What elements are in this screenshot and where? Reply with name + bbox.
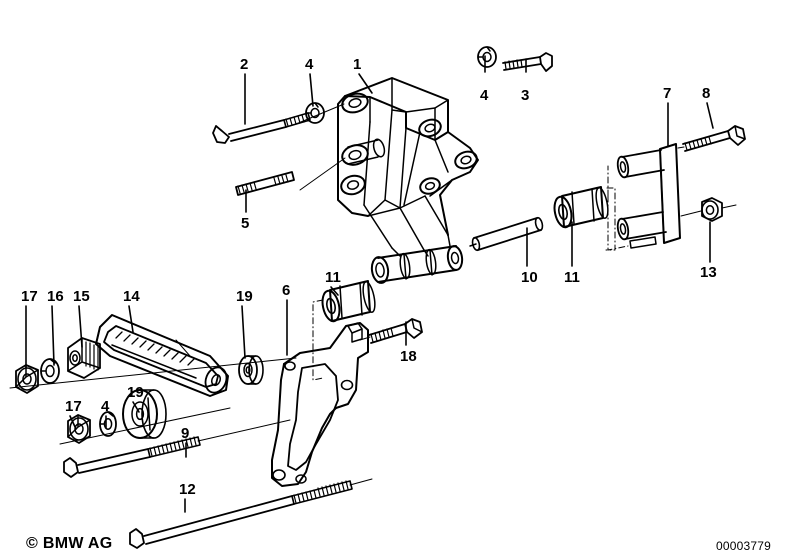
part-4-lock-washer-top xyxy=(305,102,325,124)
callout-lock-washer-4: 4 xyxy=(305,56,314,73)
leader-line-19 xyxy=(241,305,246,359)
part-2-hex-bolt-long xyxy=(212,112,311,144)
callout-tension-roller-19: 19 xyxy=(127,384,144,401)
callout-alternator-bracket-1: 1 xyxy=(353,56,362,73)
assembly-line-13 xyxy=(680,204,737,217)
assembly-line-7 xyxy=(607,165,629,251)
assembly-line-11-right xyxy=(605,187,616,251)
callout-flat-washer-16: 16 xyxy=(47,288,64,305)
part-4-lock-washer-topright xyxy=(477,46,497,68)
part-3-hex-bolt-short xyxy=(502,52,553,72)
part-8-hex-bolt-medium xyxy=(682,125,746,152)
leader-line-11 xyxy=(330,286,339,296)
assembly-line-11-left xyxy=(312,299,324,381)
callout-hex-bolt-extra-long-12: 12 xyxy=(179,481,196,498)
callout-lock-washer-4: 4 xyxy=(101,398,110,415)
callout-hex-bolt-short-3: 3 xyxy=(521,87,530,104)
part-4-lock-washer-lower xyxy=(99,411,117,437)
leader-line-16 xyxy=(51,305,55,366)
leader-line-8 xyxy=(706,102,714,129)
callout-rubber-bushing-11: 11 xyxy=(564,269,580,286)
callout-tension-roller-19: 19 xyxy=(236,288,253,305)
callout-hex-nut-small-17: 17 xyxy=(65,398,82,415)
assembly-line-9 xyxy=(197,419,291,442)
part-1-alternator-bracket xyxy=(337,77,479,284)
part-19-tension-roller-upper xyxy=(238,355,264,385)
callout-hex-bolt-medium-8: 8 xyxy=(702,85,711,102)
callout-hex-bolt-short-2-9: 9 xyxy=(181,425,190,442)
part-13-hex-nut xyxy=(701,197,723,222)
copyright-notice: © BMW AG xyxy=(26,535,113,552)
callout-hex-bolt-long-2: 2 xyxy=(240,56,249,73)
leader-line-14 xyxy=(128,305,134,333)
callout-hex-nut-13: 13 xyxy=(700,264,717,281)
leader-line-19 xyxy=(132,401,140,413)
callout-pivot-pin-10: 10 xyxy=(521,269,538,286)
part-14-adjusting-arm xyxy=(95,314,229,397)
part-6-tensioner-bracket xyxy=(271,322,369,487)
part-18-hex-flange-bolt xyxy=(368,318,423,344)
part-12-hex-bolt-extra-long xyxy=(129,480,353,549)
callout-hex-bolt-flange-18: 18 xyxy=(400,348,417,365)
assembly-line-12 xyxy=(349,478,373,486)
callout-hex-nut-small-17: 17 xyxy=(21,288,38,305)
leader-line-1 xyxy=(358,73,373,94)
assembly-line-8 xyxy=(677,146,685,149)
part-5-threaded-stud xyxy=(235,171,295,196)
callout-threaded-stud-5: 5 xyxy=(241,215,250,232)
leader-line-15 xyxy=(78,305,83,348)
part-17-hex-nut-upper xyxy=(15,364,39,394)
callout-leader-lines xyxy=(25,55,714,513)
callout-rubber-bushing-11: 11 xyxy=(325,269,341,286)
callout-support-bracket-7: 7 xyxy=(663,85,672,102)
callout-tensioner-bracket-6: 6 xyxy=(282,282,291,299)
part-11-rubber-bushing-right xyxy=(553,186,609,229)
assembly-line-14 xyxy=(175,339,191,357)
part-7-support-bracket xyxy=(616,143,681,249)
callout-lock-washer-4: 4 xyxy=(480,87,489,104)
assembly-line-18 xyxy=(359,336,371,341)
leader-line-4 xyxy=(309,73,314,107)
part-16-flat-washer xyxy=(40,358,60,384)
callout-knurled-adjusting-nut-15: 15 xyxy=(73,288,90,305)
part-11-rubber-bushing-left xyxy=(321,280,376,323)
drawing-number: 00003779 xyxy=(716,539,771,553)
leader-line-17 xyxy=(69,415,77,430)
callout-adjusting-arm-14: 14 xyxy=(123,288,140,305)
part-10-pivot-pin xyxy=(469,216,544,252)
assembly-line-roller xyxy=(59,407,231,445)
part-9-hex-bolt xyxy=(63,436,201,478)
